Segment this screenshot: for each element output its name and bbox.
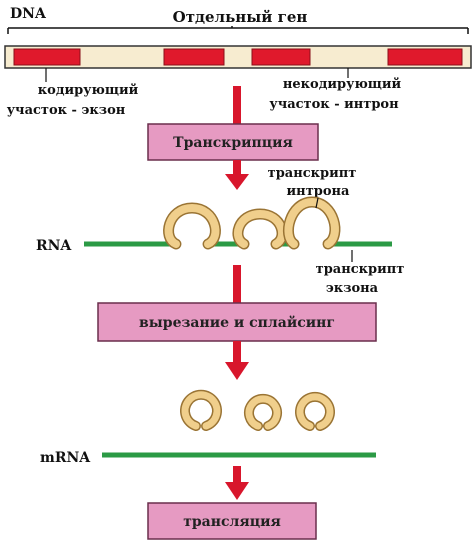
excised-intron-ring	[245, 395, 281, 430]
intron-loop	[164, 203, 220, 248]
dna-exon	[13, 48, 81, 66]
transcription-label: Транскрипция	[173, 135, 293, 151]
intron-loop	[284, 197, 339, 248]
arrow-down	[225, 160, 249, 190]
arrow-down	[225, 341, 249, 380]
dna-exon	[163, 48, 225, 66]
exon-transcript-label-line2: экзона	[326, 281, 379, 296]
noncoding-label-line1: некодирующий	[283, 77, 402, 92]
intron-transcript-label-line2: интрона	[287, 184, 350, 199]
excised-intron-ring	[181, 391, 221, 430]
coding-label-line1: кодирующий	[38, 83, 139, 98]
splicing-box	[97, 302, 377, 342]
dna-strip	[4, 45, 472, 69]
dna-exon	[387, 48, 463, 66]
dna-exon	[251, 48, 311, 66]
intron-loop	[233, 209, 287, 248]
exon-transcript-label-line1: транскрипт	[316, 262, 405, 277]
dna-strip-body	[4, 45, 472, 69]
excised-introns	[180, 389, 335, 431]
rna-label: RNA	[36, 238, 72, 254]
splicing-label: вырезание и сплайсинг	[139, 314, 335, 331]
translation-box	[147, 502, 317, 540]
gene-label: Отдельный ген	[173, 8, 308, 26]
arrow-down	[233, 265, 241, 303]
arrow-down	[233, 86, 241, 124]
translation-label: трансляция	[183, 514, 281, 530]
excised-intron-ring	[296, 393, 334, 430]
dna-label: DNA	[10, 6, 47, 22]
intron-transcript-pointer	[315, 197, 319, 209]
transcription-box	[147, 123, 319, 161]
arrow-down	[225, 466, 249, 500]
rna-intron-loops	[163, 196, 341, 250]
intron-transcript-label-line1: транскрипт	[268, 166, 357, 181]
mrna-label: mRNA	[40, 450, 91, 466]
coding-label-line2: участок - экзон	[7, 103, 126, 118]
noncoding-label-line2: участок - интрон	[269, 97, 399, 112]
